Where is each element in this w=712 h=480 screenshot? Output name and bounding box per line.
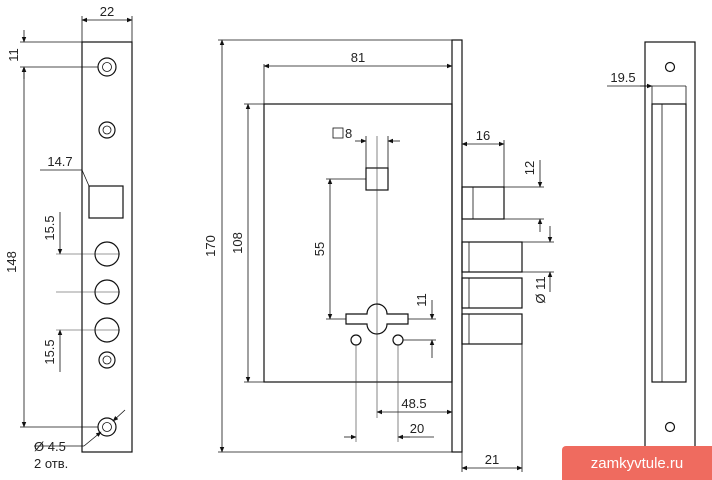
dim-pitch-upper: 15.5 [42, 215, 57, 240]
strike-pocket [651, 103, 687, 383]
dim-latch-offset: 14.7 [47, 154, 72, 169]
front-plate [451, 39, 463, 453]
faceplate-mount-hole-top [97, 57, 117, 77]
dim-hole-count: 2 отв. [34, 456, 68, 471]
dim-top-offset: 11 [6, 48, 21, 62]
faceplate-view: 22 11 148 14.7 15.5 15.5 Ø 4.5 2 отв. [4, 4, 133, 471]
strike-mount-hole-top [664, 61, 676, 73]
dead-bolt-1 [461, 241, 523, 273]
dim-hole-diameter: Ø 4.5 [34, 439, 66, 454]
faceplate-mount-hole-lower [98, 351, 116, 369]
dim-spindle-square: 8 [345, 126, 352, 141]
dim-bolt-diameter: Ø 11 [533, 276, 548, 303]
dead-bolt-3 [461, 313, 523, 345]
faceplate-outline [81, 41, 133, 453]
dim-total-height: 170 [203, 235, 218, 257]
key-hole [345, 303, 409, 335]
dim-latch-height: 12 [522, 161, 537, 175]
strike-mount-hole-bottom [664, 421, 676, 433]
dim-spindle-to-key: 55 [312, 242, 327, 256]
latch-window [88, 185, 124, 219]
dim-faceplate-width: 22 [100, 4, 114, 19]
dim-faceplate-to-tail: 21 [485, 452, 499, 467]
site-watermark-link[interactable]: zamkyvtule.ru [562, 446, 712, 480]
lock-body-view: 81 170 108 8 55 11 48.5 [203, 39, 554, 472]
dim-backset: 48.5 [401, 396, 426, 411]
dim-case-height: 108 [230, 232, 245, 254]
dim-pitch-lower: 15.5 [42, 339, 57, 364]
faceplate-mount-hole-upper [98, 121, 116, 139]
dim-strike-width: 19.5 [610, 70, 635, 85]
dim-faceplate-height: 148 [4, 251, 19, 273]
square-symbol-icon [332, 127, 344, 139]
screw-hole-left [350, 334, 362, 346]
lock-case [263, 103, 453, 383]
dim-screw-spacing: 20 [410, 421, 424, 436]
strike-plate-view: 19.5 [607, 41, 696, 451]
latch-bolt [461, 186, 505, 220]
dim-latch-projection: 16 [476, 128, 490, 143]
dim-case-depth: 81 [351, 50, 365, 65]
dim-key-hole-offset: 11 [414, 293, 429, 307]
screw-hole-right [392, 334, 404, 346]
dead-bolt-2 [461, 277, 523, 309]
